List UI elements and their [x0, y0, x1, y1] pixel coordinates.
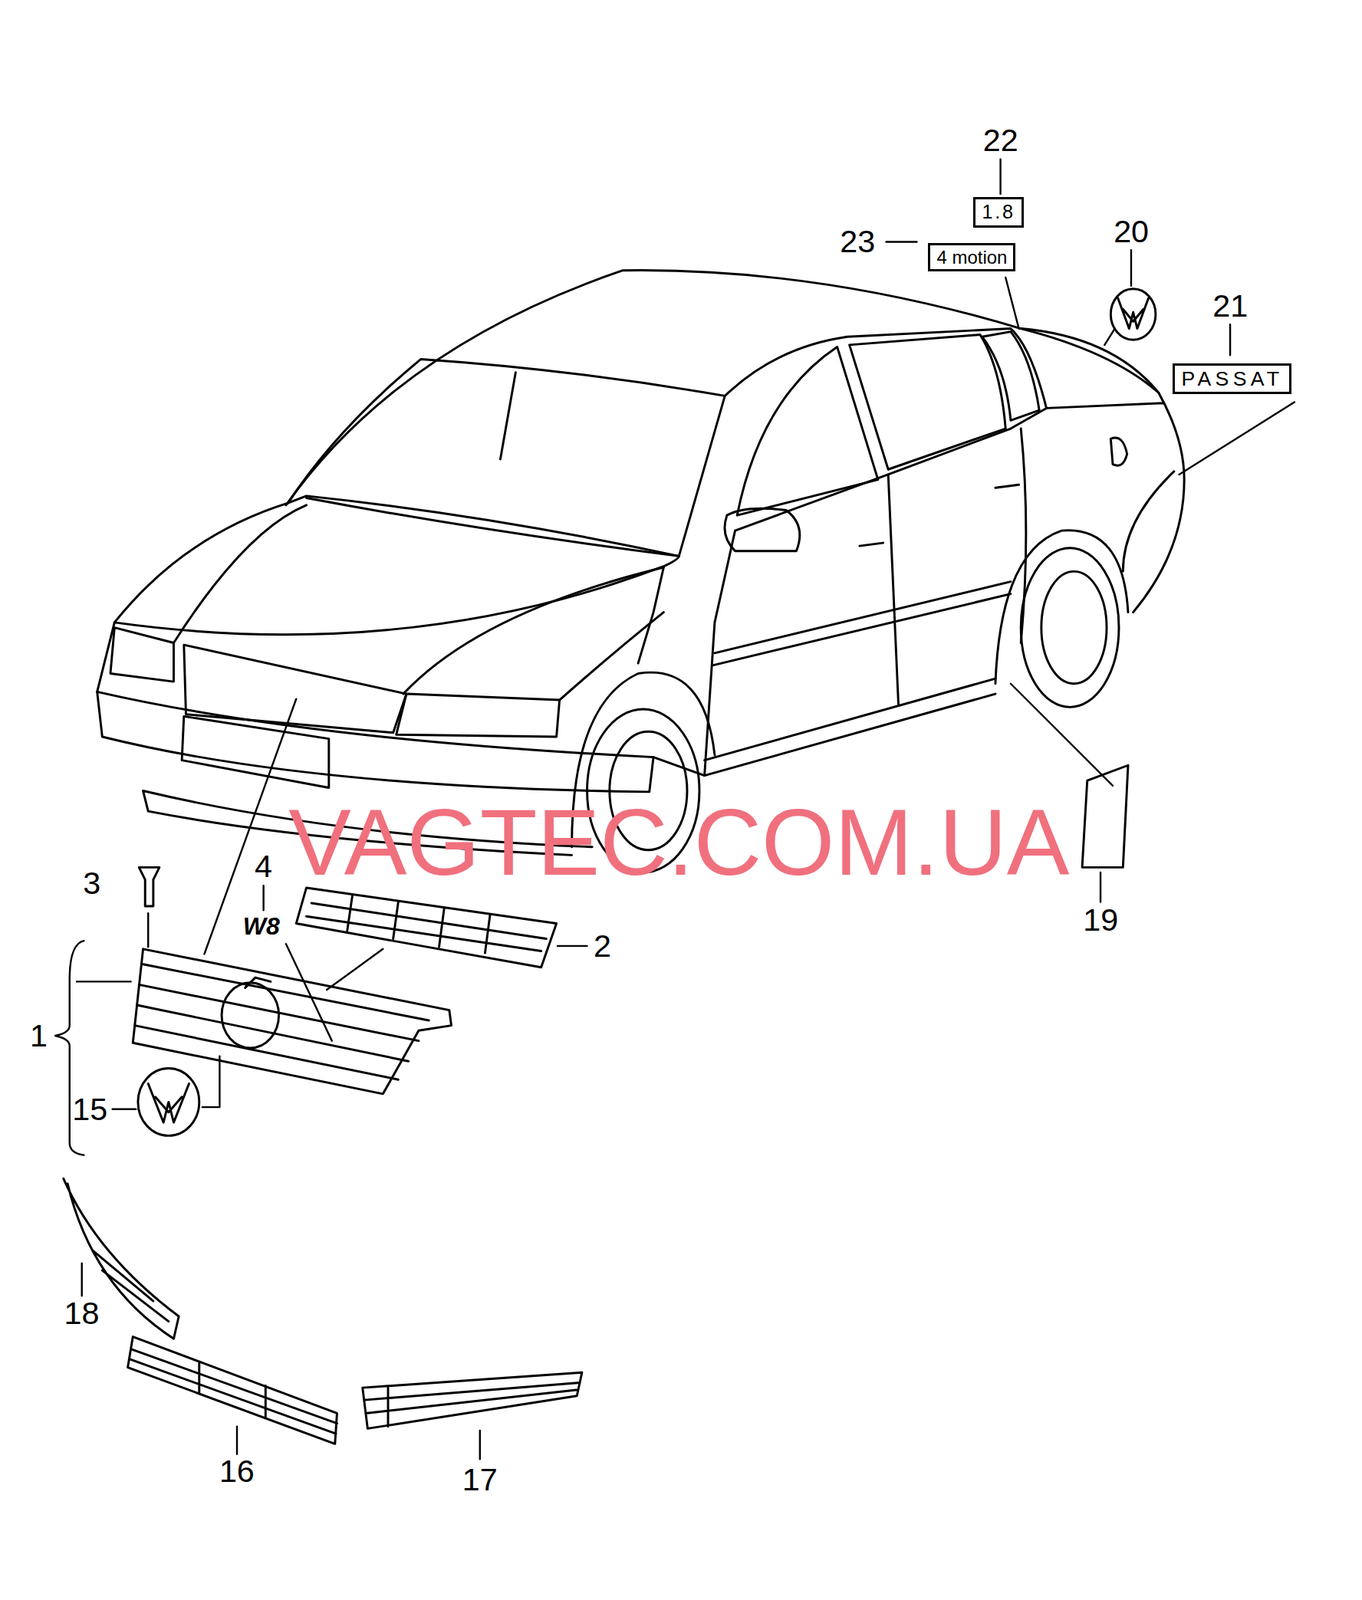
wiper [500, 372, 516, 460]
hood [114, 498, 679, 635]
callout-number: 2 [593, 931, 612, 963]
grille-emblem-ring [221, 983, 280, 1049]
side-grille-left [63, 1178, 179, 1339]
protective-strip [1082, 765, 1129, 868]
door-handles [859, 484, 1020, 547]
front-bumper [97, 691, 654, 792]
grille-insert [296, 888, 556, 968]
callout-number: 4 [254, 851, 273, 883]
headlight-left [110, 628, 175, 683]
quarter-window [982, 332, 1040, 422]
grille-opening [184, 644, 407, 733]
front-emblem [138, 1069, 200, 1137]
front-face [97, 567, 665, 692]
side-grille-right [362, 1372, 583, 1429]
callout-number: 16 [219, 1456, 255, 1488]
hood-crease [173, 505, 664, 695]
side-window-rear [849, 335, 1007, 471]
badge-text: 1.8 [981, 202, 1015, 222]
callout-number: 17 [462, 1464, 498, 1497]
rear-rim [1041, 571, 1107, 684]
callout-number: 19 [1082, 904, 1119, 937]
door-lines [704, 428, 1027, 777]
callout-number: 22 [983, 125, 1019, 157]
screw [138, 867, 160, 907]
a-pillar [724, 328, 1047, 532]
badge-box: 1.8 [973, 197, 1024, 227]
grille-slats [134, 964, 429, 1080]
badge-text: PASSAT [1181, 368, 1284, 390]
badge-box: 4 motion [927, 243, 1016, 273]
sill [704, 678, 996, 776]
callout-number: 18 [64, 1298, 100, 1330]
rear-wheel [1020, 548, 1119, 708]
roof-line [286, 270, 1159, 506]
centre-grille [128, 1337, 338, 1445]
callout-number: 3 [82, 868, 101, 900]
rear-wheel-arch [995, 530, 1129, 685]
model-badge: W8 [243, 914, 280, 940]
front-emblem-vw [148, 1084, 189, 1124]
callout-number: 20 [1113, 216, 1149, 248]
callout-number: 15 [72, 1094, 108, 1126]
badge-box: PASSAT [1172, 363, 1292, 395]
rear-emblem [1110, 289, 1156, 341]
windshield [288, 359, 726, 557]
rear-emblem-vw [1118, 298, 1149, 329]
callout-number: 1 [29, 1020, 48, 1053]
watermark: VAGTEC.COM.UA [288, 796, 1070, 890]
badge-text: 4 motion [936, 248, 1007, 267]
mirror [724, 508, 800, 551]
side-moulding [712, 582, 1011, 666]
leader-lines [76, 159, 1295, 1461]
grille-tab [245, 977, 271, 988]
front-fender-line [559, 612, 705, 777]
fuel-flap [1110, 437, 1127, 466]
callout-number: 23 [839, 226, 876, 258]
callout-number: 21 [1212, 290, 1248, 323]
headlight-right [396, 694, 560, 737]
grille-insert-cells [306, 896, 547, 955]
licence-plate [181, 716, 329, 788]
